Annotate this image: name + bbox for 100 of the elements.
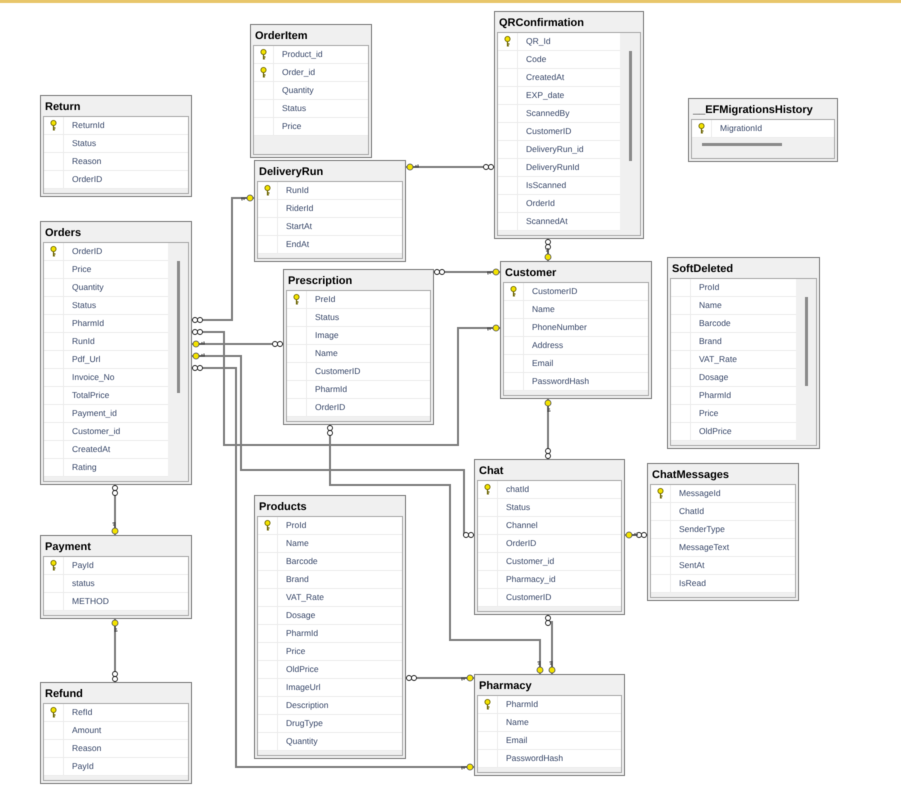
relationship-line <box>434 268 500 276</box>
relationship-line <box>327 425 544 674</box>
column-name: OrderID <box>71 173 102 186</box>
column-name: IsRead <box>678 577 706 590</box>
column-name: Image <box>314 329 339 342</box>
column-name: Quantity <box>71 281 104 294</box>
column-name: Name <box>285 537 309 550</box>
column-name: PasswordHash <box>505 752 564 765</box>
table-box <box>647 463 799 601</box>
column-name: Payment_id <box>71 407 117 420</box>
relationship-line <box>544 399 552 459</box>
column-name: Price <box>285 645 306 658</box>
table-title: OrderItem <box>254 29 309 44</box>
column-name: METHOD <box>71 595 109 608</box>
column-name: Product_id <box>281 48 323 61</box>
column-name: Email <box>505 734 528 747</box>
column-name: Price <box>71 263 92 276</box>
column-name: ChatId <box>678 505 704 518</box>
table-box <box>500 261 652 399</box>
column-name: MigrationId <box>719 122 762 135</box>
table-title: ChatMessages <box>651 468 730 483</box>
column-name: RunId <box>285 184 309 197</box>
column-name: Quantity <box>285 735 318 748</box>
column-name: chatId <box>505 483 530 496</box>
column-name: DeliveryRunId <box>525 161 580 174</box>
column-name: Rating <box>71 461 97 474</box>
column-name: CreatedAt <box>525 71 564 84</box>
table-title: DeliveryRun <box>258 165 324 180</box>
column-name: PharmId <box>698 389 732 402</box>
table-box <box>494 11 644 239</box>
column-name: EndAt <box>285 238 310 251</box>
table-box <box>688 98 838 162</box>
column-name: Description <box>285 699 329 712</box>
column-name: SenderType <box>678 523 725 536</box>
column-name: RefId <box>71 706 92 719</box>
relationship-line <box>406 164 494 170</box>
column-name: CreatedAt <box>71 443 110 456</box>
table-box <box>474 459 625 615</box>
column-name: EXP_date <box>525 89 564 102</box>
column-name: Email <box>531 357 554 370</box>
table-box <box>40 682 192 784</box>
column-name: OldPrice <box>285 663 319 676</box>
relationship-line <box>625 532 647 538</box>
column-name: ImageUrl <box>285 681 320 694</box>
table-box <box>250 24 372 158</box>
relationship-line <box>192 324 500 446</box>
table-title: Customer <box>504 266 558 281</box>
table-box <box>254 495 406 759</box>
table-title: Pharmacy <box>478 679 533 694</box>
column-name: Order_id <box>281 66 316 79</box>
column-name: ReturnId <box>71 119 105 132</box>
table-title: Return <box>44 100 82 115</box>
column-name: OrderID <box>71 245 102 258</box>
table-title: Chat <box>478 464 504 479</box>
column-name: CustomerID <box>314 365 360 378</box>
column-name: Reason <box>71 155 102 168</box>
table-box <box>40 95 192 197</box>
table-title: Payment <box>44 540 92 555</box>
column-name: Name <box>698 299 722 312</box>
column-name: PharmId <box>71 317 104 330</box>
table-title: __EFMigrationsHistory <box>692 103 814 118</box>
column-name: Quantity <box>281 84 314 97</box>
column-name: StartAt <box>285 220 312 233</box>
column-name: Pdf_Url <box>71 353 100 366</box>
column-name: Channel <box>505 519 538 532</box>
column-name: ProId <box>285 519 306 532</box>
column-name: Barcode <box>285 555 318 568</box>
column-name: Name <box>531 303 555 316</box>
column-name: Brand <box>698 335 722 348</box>
relationship-line <box>545 615 556 674</box>
table-box <box>40 221 192 485</box>
column-name: CustomerID <box>505 591 552 604</box>
column-name: Name <box>314 347 338 360</box>
column-name: PhoneNumber <box>531 321 587 334</box>
column-name: Status <box>505 501 530 514</box>
column-name: Address <box>531 339 564 352</box>
column-name: Status <box>314 311 340 324</box>
table-box <box>40 535 192 619</box>
relationship-line <box>192 194 254 323</box>
column-name: ScannedBy <box>525 107 570 120</box>
relationship-line <box>192 352 474 538</box>
relationship-line <box>192 340 283 348</box>
column-name: OrderId <box>525 197 555 210</box>
relationship-line <box>544 239 552 261</box>
column-name: PasswordHash <box>531 375 590 388</box>
column-name: RiderId <box>285 202 314 215</box>
column-name: MessageText <box>678 541 730 554</box>
column-name: PayId <box>71 760 94 773</box>
column-name: PharmId <box>505 698 538 711</box>
column-name: Pharmacy_id <box>505 573 556 586</box>
table-title: QRConfirmation <box>498 16 585 31</box>
table-title: Products <box>258 500 308 515</box>
column-name: CustomerID <box>531 285 578 298</box>
column-name: Status <box>71 137 96 150</box>
column-name: Status <box>71 299 96 312</box>
column-name: Price <box>281 120 302 133</box>
column-name: Dosage <box>698 371 728 384</box>
column-name: OrderID <box>314 401 346 414</box>
column-name: VAT_Rate <box>698 353 737 366</box>
table-title: SoftDeleted <box>671 262 734 277</box>
